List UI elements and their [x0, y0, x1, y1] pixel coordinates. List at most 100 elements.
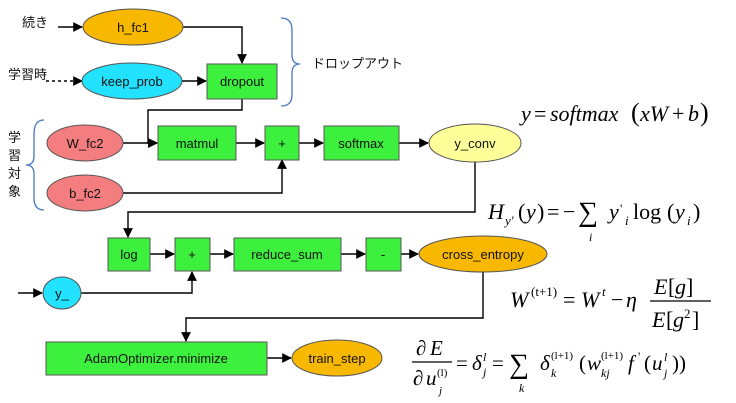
node-w_fc2: W_fc2: [46, 124, 124, 162]
svg-text:h_fc1: h_fc1: [117, 20, 149, 35]
svg-text:': ': [620, 201, 622, 216]
svg-text:train_step: train_step: [308, 351, 365, 366]
svg-text:学: 学: [8, 130, 21, 146]
svg-text:dropout: dropout: [220, 74, 264, 89]
node-y_conv: y_conv: [428, 123, 522, 163]
svg-text:(: (: [518, 199, 525, 224]
svg-text:−: −: [563, 199, 575, 224]
node-plus2: +: [174, 237, 211, 272]
svg-text:象: 象: [8, 185, 21, 200]
svg-text:): ): [693, 199, 700, 224]
svg-text:y_: y_: [55, 286, 70, 301]
svg-text:W: W: [581, 287, 601, 312]
svg-text:u: u: [426, 366, 437, 390]
svg-text:E: E: [429, 336, 443, 360]
svg-text:j: j: [662, 366, 668, 380]
svg-text:softmax: softmax: [338, 136, 384, 151]
node-cross_entropy: cross_entropy: [418, 235, 548, 273]
svg-text:y: y: [673, 199, 685, 224]
svg-text:習: 習: [8, 149, 21, 164]
svg-text:∑: ∑: [578, 197, 598, 228]
svg-text:b: b: [688, 101, 699, 126]
svg-text:∑: ∑: [509, 349, 529, 380]
node-keep_prob: keep_prob: [81, 62, 183, 100]
svg-text:対: 対: [8, 167, 21, 182]
learning-target-brace: [25, 119, 45, 211]
svg-text:i: i: [589, 230, 592, 244]
svg-text:w: w: [587, 351, 601, 375]
svg-text:(l+1): (l+1): [551, 350, 573, 362]
svg-text:∂: ∂: [416, 336, 426, 360]
svg-text:k: k: [551, 366, 557, 380]
edges: [18, 22, 484, 363]
svg-text:η: η: [626, 287, 637, 312]
edge-h_fc1-dropout: [183, 26, 247, 64]
svg-text:keep_prob: keep_prob: [101, 74, 162, 89]
svg-text:k: k: [519, 381, 525, 395]
svg-text:y: y: [519, 101, 531, 126]
svg-text:(: (: [631, 98, 640, 127]
formula-softmax: y = softmax ( xW + b ): [519, 98, 709, 127]
svg-text:cross_entropy: cross_entropy: [442, 247, 524, 262]
svg-text:-: -: [381, 247, 385, 262]
svg-text:j: j: [437, 385, 442, 397]
svg-text:kj: kj: [601, 366, 610, 380]
svg-text:=: =: [456, 351, 468, 375]
node-minus: -: [365, 237, 402, 272]
svg-text:+: +: [672, 101, 684, 126]
svg-text:l: l: [483, 350, 487, 364]
svg-text:): ): [537, 199, 544, 224]
edge-y_-plus2: [80, 271, 197, 294]
svg-text:): ): [700, 98, 709, 127]
svg-text:f: f: [628, 351, 637, 375]
svg-text:': ': [638, 349, 640, 364]
continuation-label: 続き: [22, 16, 48, 31]
svg-text:=: =: [547, 199, 559, 224]
learning-target-label: 学 習 対 象: [8, 130, 21, 200]
edge-b_fc2-plus1: [122, 159, 287, 194]
svg-text:+: +: [278, 136, 286, 151]
svg-text:W_fc2: W_fc2: [67, 136, 104, 151]
svg-text:=: =: [492, 351, 504, 375]
svg-text:E: E: [651, 307, 666, 332]
svg-text:xW: xW: [639, 101, 670, 126]
learning-time-label: 学習時: [8, 67, 47, 83]
svg-text:i: i: [687, 213, 691, 228]
svg-text:log: log: [120, 247, 137, 262]
svg-text:=: =: [563, 287, 575, 312]
svg-text:−: −: [611, 287, 623, 312]
svg-text:b_fc2: b_fc2: [69, 186, 101, 201]
node-adam: AdamOptimizer.minimize: [45, 341, 268, 376]
dropout-group-label: ドロップアウト: [312, 57, 403, 72]
dropout-group-brace: [280, 17, 301, 107]
node-reduce_sum: reduce_sum: [233, 237, 342, 272]
svg-text:t: t: [602, 284, 606, 299]
edge-cross_entropy-adam: [181, 272, 484, 342]
node-log: log: [107, 237, 151, 272]
svg-text:g: g: [673, 307, 684, 332]
node-softmax: softmax: [323, 125, 400, 161]
formula-backprop: ∂ E ∂ u (l) j = δ l j = ∑ k δ (l+1) k ( …: [412, 336, 686, 397]
svg-text:W: W: [510, 287, 530, 312]
svg-text:y': y': [503, 213, 514, 228]
svg-text:]: ]: [692, 307, 699, 332]
svg-text:2: 2: [684, 306, 691, 321]
svg-text:(: (: [644, 351, 651, 375]
svg-text:[: [: [668, 274, 675, 299]
svg-text:softmax: softmax: [550, 101, 619, 126]
svg-text:∂: ∂: [413, 366, 423, 390]
node-matmul: matmul: [157, 125, 237, 161]
node-b_fc2: b_fc2: [46, 174, 124, 212]
svg-text:+: +: [188, 247, 196, 262]
edge-y_conv-log: [123, 162, 476, 238]
formula-update: W (t+1) = W t − η E [ g ] E [ g 2 ]: [510, 274, 711, 332]
node-dropout: dropout: [206, 63, 278, 100]
svg-text:reduce_sum: reduce_sum: [251, 247, 323, 262]
svg-text:y: y: [607, 199, 619, 224]
svg-text:(: (: [579, 351, 586, 375]
node-h_fc1: h_fc1: [82, 8, 184, 46]
svg-text:]: ]: [686, 274, 693, 299]
svg-text:(l): (l): [437, 367, 448, 379]
svg-text:δ: δ: [472, 351, 483, 375]
